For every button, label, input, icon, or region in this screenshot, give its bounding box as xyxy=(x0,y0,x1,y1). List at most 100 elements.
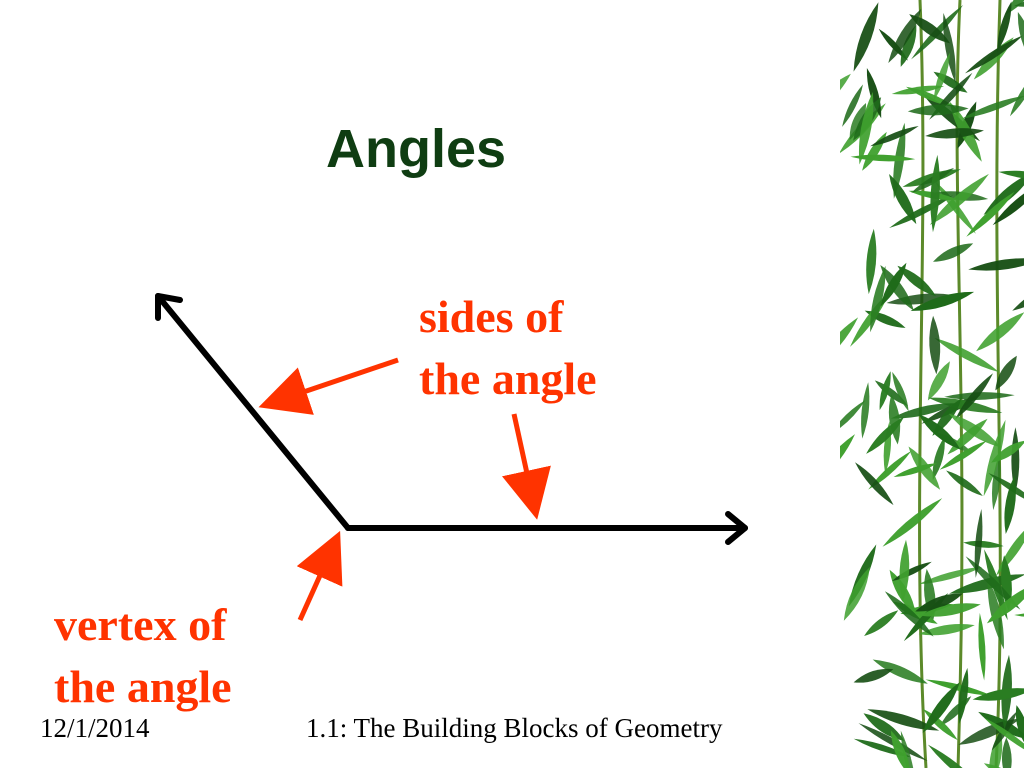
bamboo-leaf xyxy=(864,610,899,636)
bamboo-leaf xyxy=(843,567,870,621)
vertex-point xyxy=(345,525,351,531)
bamboo-leaf xyxy=(880,265,914,311)
bamboo-leaf xyxy=(870,265,886,333)
sides-pointer-arrow-left xyxy=(258,357,399,415)
bamboo-leaf xyxy=(888,8,922,63)
footer-date: 12/1/2014 xyxy=(40,713,150,743)
bamboo-leaf xyxy=(963,540,1004,548)
bamboo-leaf xyxy=(983,171,1024,215)
bamboo-leaf xyxy=(919,603,981,617)
bamboo-leaf xyxy=(840,317,859,369)
bamboo-leaf xyxy=(925,679,993,696)
bamboo-leaf xyxy=(929,315,941,375)
bamboo-leaf xyxy=(867,709,940,731)
bamboo-leaf xyxy=(955,373,993,420)
bamboo-leaf xyxy=(842,84,863,127)
bamboo-leaf xyxy=(929,173,989,225)
bamboo-leaf xyxy=(978,612,986,681)
footer-title: 1.1: The Building Blocks of Geometry xyxy=(306,713,723,743)
bamboo-leaf xyxy=(872,659,928,684)
bamboo-leaf xyxy=(909,14,951,44)
bamboo-leaf xyxy=(1017,12,1024,68)
bamboo-leaf xyxy=(966,191,1015,237)
vertex-pointer-arrow xyxy=(296,530,343,622)
bamboo-leaf xyxy=(944,392,1015,400)
sides-label-line1: sides of xyxy=(419,291,564,342)
bamboo-leaf xyxy=(870,126,919,147)
bamboo-leaf xyxy=(840,434,855,487)
bamboo-leaf xyxy=(884,591,934,637)
bamboo-leaf xyxy=(1001,737,1012,768)
bamboo-leaf xyxy=(984,717,1024,757)
vertex-label-line2: the angle xyxy=(54,661,232,712)
ray-upper-left xyxy=(155,293,351,531)
bamboo-leaf xyxy=(997,1,1012,53)
bamboo-leaf xyxy=(910,291,975,311)
bamboo-leaf xyxy=(868,451,912,490)
bamboo-leaf xyxy=(939,440,987,470)
bamboo-leaf xyxy=(991,453,1001,510)
vertex-of-angle-label: vertex of the angle xyxy=(54,594,232,718)
bamboo-leaf xyxy=(922,681,960,733)
bamboo-leaf xyxy=(878,28,908,61)
bamboo-leaf xyxy=(948,413,1001,448)
bamboo-leaf xyxy=(888,394,901,445)
bamboo-leaf xyxy=(946,470,983,497)
bamboo-leaf xyxy=(968,258,1024,271)
bamboo-leaf xyxy=(1004,475,1016,535)
bamboo-leaf xyxy=(863,713,905,741)
bamboo-leaf xyxy=(925,128,984,139)
ray-right-arrowhead xyxy=(725,511,748,545)
bamboo-leaf xyxy=(965,35,1023,74)
bamboo-leaf xyxy=(866,228,877,295)
bamboo-leaf xyxy=(890,730,911,768)
bamboo-leaf xyxy=(859,91,874,165)
bamboo-leaf xyxy=(972,688,1024,701)
bamboo-leaf xyxy=(992,181,1024,226)
bamboo-leaf xyxy=(943,12,956,84)
bamboo-leaf xyxy=(882,498,943,547)
bamboo-leaf xyxy=(849,103,867,141)
bamboo-leaf xyxy=(879,371,891,411)
bamboo-leaf xyxy=(890,403,957,419)
bamboo-leaf xyxy=(853,2,879,72)
bamboo-leaf xyxy=(974,508,983,578)
bamboo-leaf xyxy=(991,440,1024,463)
bamboo-leaf xyxy=(989,729,1003,768)
bamboo-leaf xyxy=(853,668,894,683)
vertex-label-line1: vertex of xyxy=(54,599,227,650)
bamboo-leaf xyxy=(976,312,1024,352)
bamboo-leaf xyxy=(889,174,917,225)
bamboo-leaf xyxy=(861,382,870,439)
bamboo-leaf xyxy=(840,400,866,435)
bamboo-leaf xyxy=(900,24,917,67)
bamboo-leaf xyxy=(915,593,963,612)
ray-upper-left-arrowhead xyxy=(155,293,183,321)
slide-title: Angles xyxy=(326,119,507,179)
bamboo-leaf xyxy=(918,414,961,450)
bamboo-leaf xyxy=(927,744,987,768)
bamboo-leaf xyxy=(927,361,950,401)
bamboo-leaf xyxy=(934,337,1000,373)
bamboo-leaf xyxy=(866,416,905,454)
bamboo-leaf xyxy=(986,584,1024,624)
bamboo-leaf xyxy=(907,104,969,116)
bamboo-leaf xyxy=(930,154,940,233)
bamboo-leaf xyxy=(933,52,951,101)
bamboo-leaf xyxy=(983,419,1006,497)
bamboo-leaf xyxy=(958,667,969,724)
bamboo-leaf xyxy=(998,170,1024,179)
bamboo-leaf xyxy=(965,556,1021,610)
bamboo-leaf xyxy=(918,566,983,585)
bamboo-leaf xyxy=(1015,705,1024,749)
sides-of-angle-label: sides of the angle xyxy=(419,286,597,410)
bamboo-leaf xyxy=(893,463,938,477)
bamboo-leaf xyxy=(899,539,910,603)
bamboo-leaf xyxy=(995,355,1017,391)
bamboo-leaf xyxy=(1005,0,1024,15)
bamboo-leaf xyxy=(918,623,975,636)
bamboo-leaf xyxy=(897,265,937,297)
bamboo-leaf xyxy=(962,95,1024,119)
